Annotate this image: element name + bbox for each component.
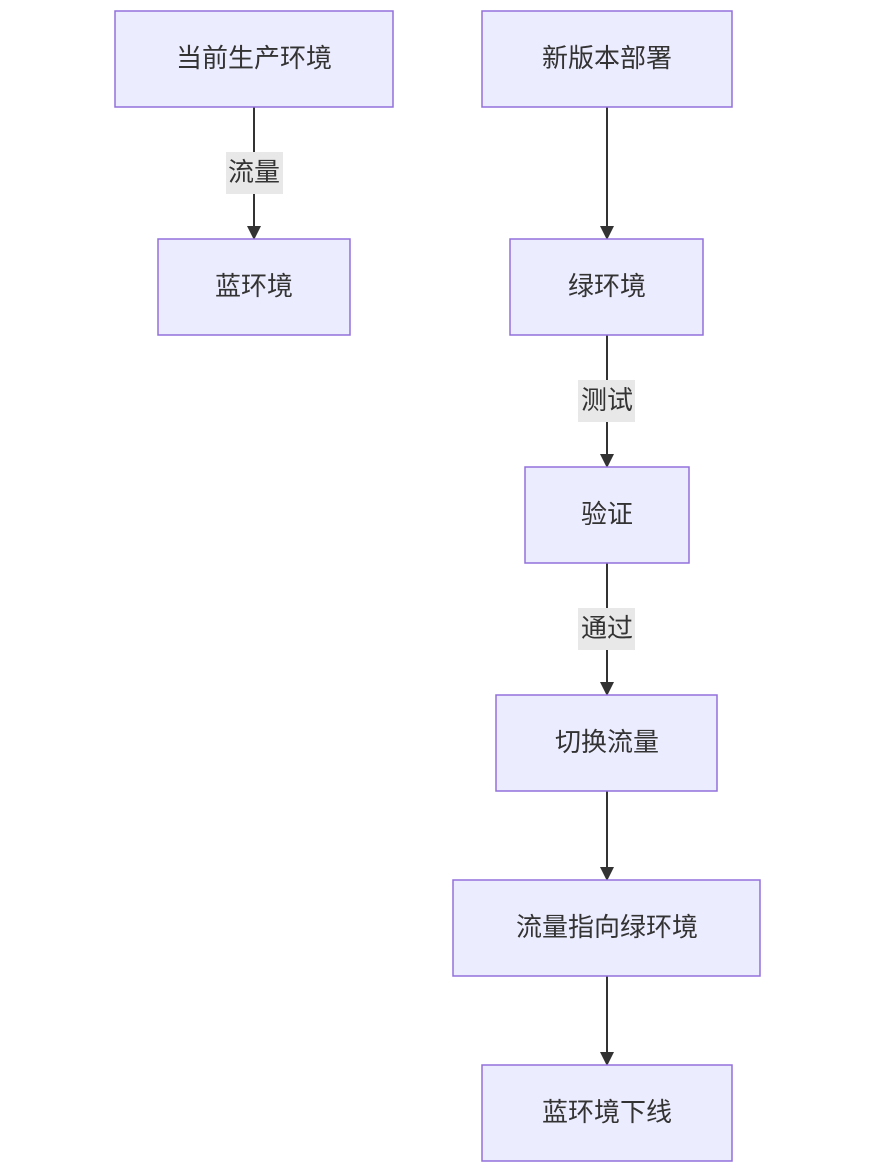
node-green-env: 绿环境 (509, 238, 704, 336)
node-label: 绿环境 (568, 272, 646, 302)
node-label: 新版本部署 (542, 44, 672, 74)
edge-green-traffic-to-offline (600, 976, 614, 1066)
node-current-prod: 当前生产环境 (114, 10, 394, 108)
node-label: 流量指向绿环境 (516, 913, 698, 943)
node-label: 验证 (581, 500, 633, 530)
edge-verify-to-switch: 通过 (578, 563, 635, 696)
edge-new-to-green (600, 107, 614, 240)
edge-label-background (578, 608, 635, 650)
arrow-head-icon (600, 1052, 614, 1066)
arrow-head-icon (600, 226, 614, 240)
arrow-head-icon (600, 867, 614, 881)
arrow-head-icon (600, 682, 614, 696)
edge-switch-to-green-traffic (600, 791, 614, 881)
node-label: 蓝环境下线 (542, 1098, 672, 1128)
node-blue-offline: 蓝环境下线 (481, 1064, 733, 1162)
node-switch-traffic: 切换流量 (495, 694, 718, 792)
edge-green-to-verify: 测试 (578, 335, 635, 468)
arrow-head-icon (247, 226, 261, 240)
edge-label-test: 测试 (581, 386, 633, 416)
edge-label-traffic: 流量 (228, 158, 280, 188)
node-label: 当前生产环境 (176, 44, 332, 74)
node-traffic-to-green: 流量指向绿环境 (452, 879, 761, 977)
edge-current-to-blue: 流量 (226, 107, 283, 240)
edge-label-pass: 通过 (581, 614, 633, 644)
arrow-head-icon (600, 454, 614, 468)
edge-label-background (578, 380, 635, 422)
edge-label-background (226, 152, 283, 194)
node-blue-env: 蓝环境 (157, 238, 351, 336)
node-label: 蓝环境 (215, 272, 293, 302)
node-new-version: 新版本部署 (481, 10, 733, 108)
node-label: 切换流量 (555, 728, 659, 758)
node-verify: 验证 (524, 466, 690, 564)
